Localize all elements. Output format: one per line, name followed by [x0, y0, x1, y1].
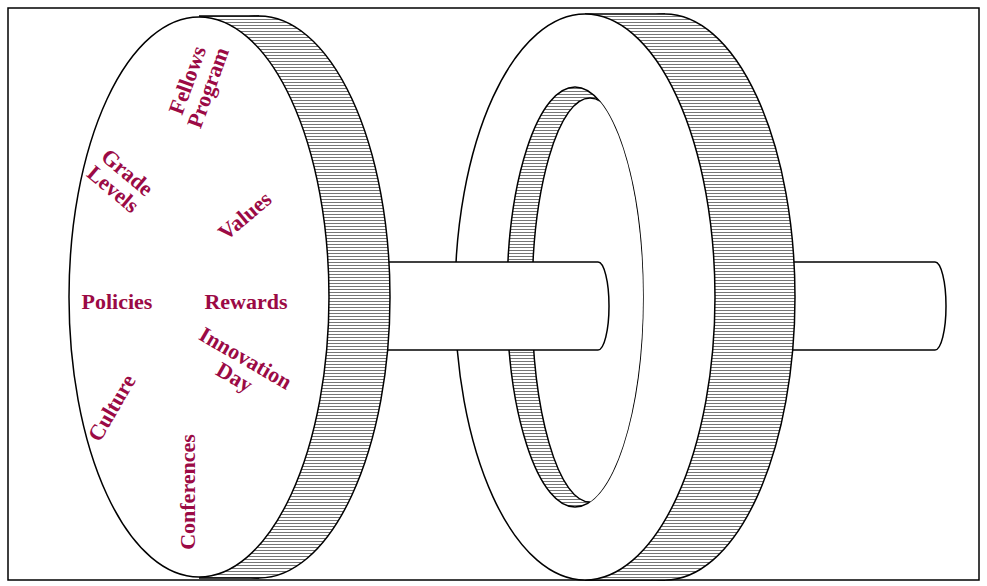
- wheel-label: Policies: [82, 291, 153, 313]
- wheel-label: Rewards: [204, 291, 287, 313]
- frame: [8, 8, 979, 580]
- wheel-face: Fellows ProgramGrade LevelsValuesPolicie…: [68, 16, 330, 578]
- wheel-face-ellipse: [69, 17, 329, 577]
- wheel-label: Conferences: [177, 434, 199, 550]
